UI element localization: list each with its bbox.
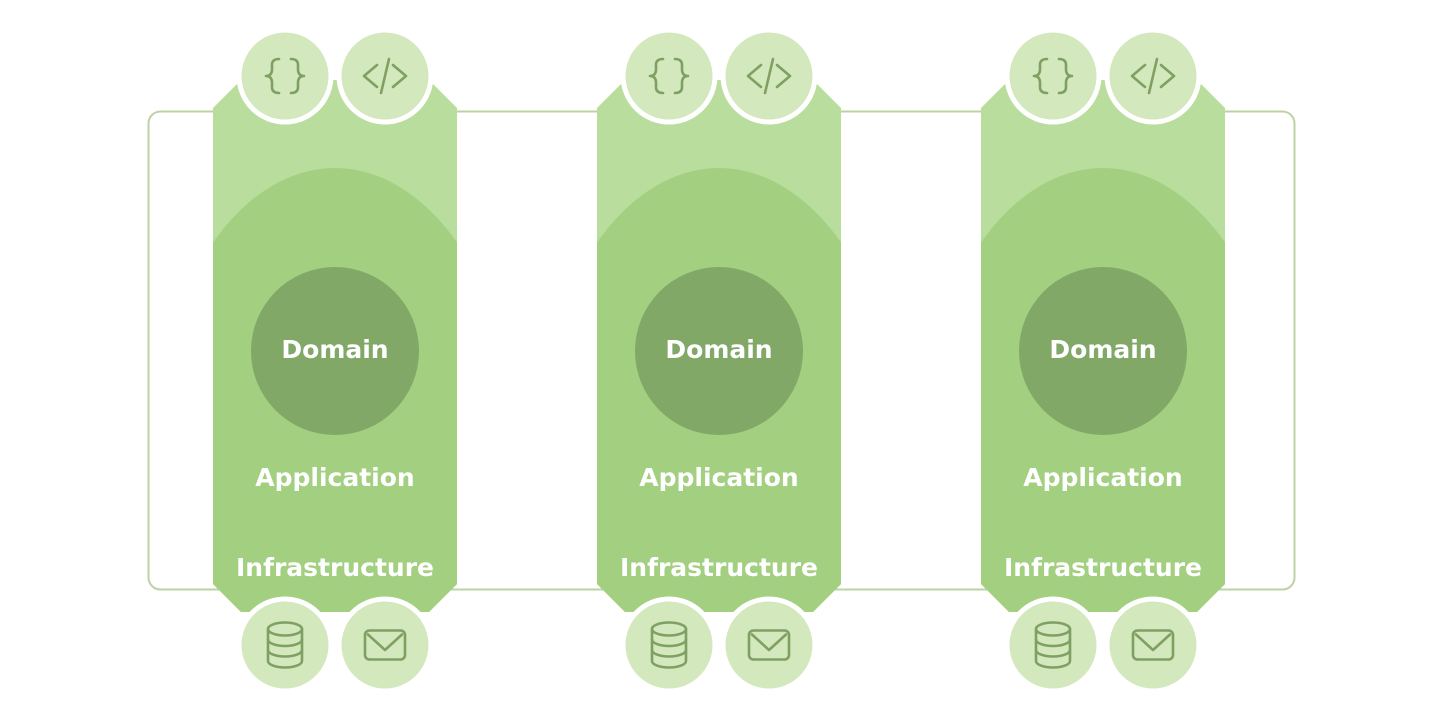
code-angle-right [775,63,792,89]
domain-layer[interactable] [251,267,419,435]
db-body [266,627,304,669]
db-band-1 [650,638,688,648]
brace-left [1032,57,1049,95]
service-icon-badges: API contractSource codeDatabaseMessaging… [236,27,1202,694]
mail-icon-circle[interactable] [1104,596,1202,694]
code-angle-left [362,63,379,89]
database-icon-badge[interactable]: Database [1004,596,1102,694]
brace-right [1057,57,1074,95]
database-glyph [650,621,688,669]
code-glyph [362,57,408,95]
code-icon-badge[interactable]: Source code [336,27,434,125]
mail-icon-badge[interactable]: Messaging [720,596,818,694]
envelope-body [1131,629,1175,661]
db-body [650,627,688,669]
domain-label: Domain [665,335,772,364]
database-glyph [266,621,304,669]
database-icon-badge[interactable]: Database [620,596,718,694]
application-label: Application [1023,463,1182,492]
application-layer-clip [918,168,1288,720]
envelope-glyph [1131,629,1175,661]
brace-left [648,57,665,95]
braces-icon-badge[interactable]: API contract [1004,27,1102,125]
envelope-body [363,629,407,661]
application-layer[interactable] [534,168,904,720]
infrastructure-label: Infrastructure [620,553,818,582]
braces-icon-badge[interactable]: API contract [236,27,334,125]
db-band-1 [266,638,304,648]
application-label: Application [639,463,798,492]
database-icon-badge[interactable]: Database [236,596,334,694]
mail-icon-circle[interactable] [336,596,434,694]
braces-icon-badge[interactable]: API contract [620,27,718,125]
code-glyph [1130,57,1176,95]
application-layer-clip [534,168,904,720]
brace-left [264,57,281,95]
domain-label: Domain [281,335,388,364]
braces-glyph [648,57,690,95]
service-columns: DomainApplicationInfrastructureDomainApp… [150,80,1288,720]
db-band-2 [266,648,304,658]
braces-glyph [1032,57,1074,95]
braces-icon-circle[interactable] [236,27,334,125]
code-icon-badge[interactable]: Source code [1104,27,1202,125]
envelope-flap [750,633,788,652]
db-body [1034,627,1072,669]
envelope-flap [366,633,404,652]
envelope-glyph [747,629,791,661]
application-label: Application [255,463,414,492]
braces-icon-circle[interactable] [620,27,718,125]
application-layer[interactable] [918,168,1288,720]
code-angle-right [391,63,408,89]
envelope-glyph [363,629,407,661]
envelope-flap [1134,633,1172,652]
application-layer-clip [150,168,520,720]
domain-layer[interactable] [1019,267,1187,435]
mail-icon-badge[interactable]: Messaging [336,596,434,694]
database-glyph [1034,621,1072,669]
infrastructure-label: Infrastructure [236,553,434,582]
braces-glyph [264,57,306,95]
code-glyph [746,57,792,95]
db-band-1 [1034,638,1072,648]
db-band-2 [650,648,688,658]
domain-layer[interactable] [635,267,803,435]
mail-icon-circle[interactable] [720,596,818,694]
brace-right [673,57,690,95]
db-band-2 [1034,648,1072,658]
application-layer[interactable] [150,168,520,720]
code-slash [379,57,391,95]
brace-right [289,57,306,95]
domain-label: Domain [1049,335,1156,364]
braces-icon-circle[interactable] [1004,27,1102,125]
code-angle-left [746,63,763,89]
envelope-body [747,629,791,661]
code-icon-badge[interactable]: Source code [720,27,818,125]
infrastructure-label: Infrastructure [1004,553,1202,582]
mail-icon-badge[interactable]: Messaging [1104,596,1202,694]
code-slash [763,57,775,95]
code-angle-right [1159,63,1176,89]
code-slash [1147,57,1159,95]
code-angle-left [1130,63,1147,89]
